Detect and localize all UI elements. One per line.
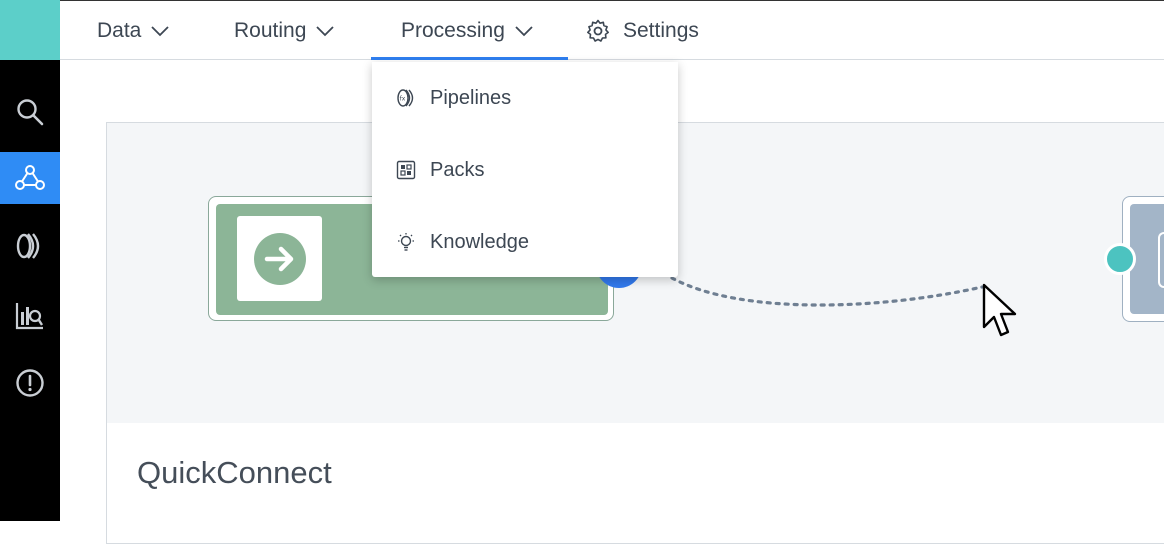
nav-settings[interactable]: Settings bbox=[586, 1, 709, 61]
destination-input-port[interactable] bbox=[1104, 243, 1136, 275]
sidebar-item-monitoring[interactable] bbox=[0, 290, 60, 342]
nav-routing[interactable]: Routing bbox=[234, 1, 335, 61]
sidebar-item-search[interactable] bbox=[0, 86, 60, 138]
left-sidebar bbox=[0, 60, 60, 521]
search-icon bbox=[17, 99, 44, 126]
chevron-down-icon bbox=[316, 26, 335, 37]
arrow-right-circle-icon bbox=[253, 232, 306, 285]
top-nav-bar: Data Routing Processing Settings bbox=[60, 0, 1164, 60]
gear-icon bbox=[587, 19, 609, 42]
sidebar-item-routes[interactable] bbox=[0, 152, 60, 204]
nav-processing-label: Processing bbox=[401, 19, 505, 42]
nav-processing[interactable]: Processing bbox=[401, 1, 533, 61]
nav-settings-label: Settings bbox=[623, 19, 699, 42]
menu-item-knowledge-label: Knowledge bbox=[430, 230, 529, 253]
alert-icon bbox=[16, 369, 44, 397]
active-tab-underline bbox=[371, 57, 568, 60]
svg-text:fx: fx bbox=[400, 96, 406, 103]
menu-item-packs-label: Packs bbox=[430, 158, 485, 181]
nav-data[interactable]: Data bbox=[97, 1, 169, 61]
processing-dropdown-menu: fx Pipelines Packs bbox=[372, 62, 678, 277]
page-title: QuickConnect bbox=[137, 455, 332, 490]
sidebar-item-stream[interactable] bbox=[0, 220, 60, 272]
menu-item-knowledge[interactable]: Knowledge bbox=[372, 212, 678, 272]
packs-icon bbox=[396, 160, 416, 180]
chevron-down-icon bbox=[515, 26, 533, 37]
mouse-cursor-icon bbox=[982, 283, 1017, 337]
lightbulb-icon bbox=[396, 232, 416, 252]
chevron-down-icon bbox=[151, 26, 169, 37]
source-node-icon-box bbox=[237, 216, 322, 301]
stream-icon bbox=[16, 233, 40, 259]
app-logo[interactable] bbox=[0, 0, 60, 60]
menu-item-packs[interactable]: Packs bbox=[372, 140, 678, 200]
monitoring-icon bbox=[15, 303, 44, 330]
pipelines-icon: fx bbox=[396, 88, 416, 108]
connection-line bbox=[670, 276, 984, 307]
nav-routing-label: Routing bbox=[234, 19, 307, 42]
sidebar-item-alerts[interactable] bbox=[0, 357, 60, 409]
nav-data-label: Data bbox=[97, 19, 142, 42]
menu-item-pipelines-label: Pipelines bbox=[430, 86, 512, 109]
routes-icon bbox=[15, 165, 45, 190]
menu-item-pipelines[interactable]: fx Pipelines bbox=[372, 68, 678, 128]
destination-node-icon-box bbox=[1158, 232, 1164, 288]
